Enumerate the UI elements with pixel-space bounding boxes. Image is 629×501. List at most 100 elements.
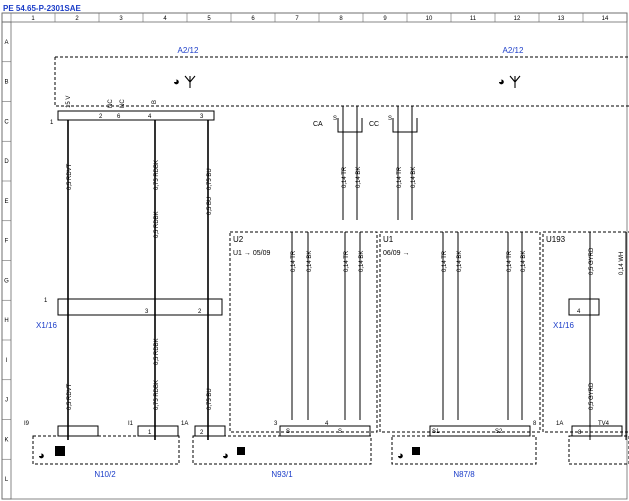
ca-label: CA: [313, 121, 323, 128]
pin-4-label: 4: [148, 114, 152, 120]
row-letter: H: [4, 318, 8, 324]
ca-bk-label: 0,14 BK: [356, 167, 362, 188]
column-number: 14: [602, 16, 609, 22]
column-number: 13: [558, 16, 565, 22]
row-letter: K: [4, 437, 8, 443]
x1-16-pin-1: 1: [44, 298, 48, 304]
cc-label: CC: [369, 121, 379, 128]
u1-tr2-label: 0,14 TR: [507, 250, 513, 272]
n93-1-pin-4: 4: [325, 421, 329, 427]
column-number: 11: [470, 16, 477, 22]
ca-shield-s: S: [333, 116, 337, 122]
n87-8-label: N87/8: [453, 470, 475, 479]
wire-bu-top2-label: 0,5 BU: [207, 197, 213, 215]
row-letter: D: [4, 159, 9, 165]
column-number: 2: [75, 16, 79, 22]
row-letter: L: [5, 477, 9, 483]
u193-gyrd-bot-label: 0,5 GYRD: [589, 382, 595, 410]
column-number: 1: [31, 16, 35, 22]
cc-shield: [392, 106, 418, 150]
column-number: 6: [251, 16, 255, 22]
wire-bu-bot-label: 0,75 BU: [207, 388, 213, 410]
u193-bottom-module: [568, 435, 629, 465]
u2-bk1-label: 0,14 BK: [307, 251, 313, 272]
column-number: 8: [339, 16, 343, 22]
u193-variant-box: [542, 231, 629, 433]
u2-tr1-label: 0,14 TR: [291, 250, 297, 272]
n87-8-pin-s1: S1: [432, 429, 440, 435]
pin-2-signal: NC: [108, 99, 114, 108]
column-number: 4: [163, 16, 167, 22]
u1-label: U1: [383, 235, 394, 244]
document-id: PE 54.65-P-2301SAE: [3, 4, 81, 13]
column-number: 10: [426, 16, 433, 22]
a2-12-right-label: A2/12: [503, 46, 524, 55]
n87-8-pin-s2: S2: [495, 429, 503, 435]
wire-bu-top-label: 0,75 BU: [207, 168, 213, 190]
x1-16-pin-2: 2: [198, 309, 202, 315]
row-letter: F: [5, 239, 9, 245]
u1-since-label: 06/09 →: [383, 250, 409, 257]
n93-1-pin-3-s: S: [286, 429, 290, 435]
cc-shield-s: S: [388, 116, 392, 122]
u193-pin-1a: 1A: [556, 421, 563, 427]
row-letter: J: [5, 398, 8, 404]
a2-12-connector: [57, 110, 215, 121]
column-number: 9: [383, 16, 387, 22]
n10-2-label: N10/2: [94, 470, 116, 479]
wire-rdbk-bot-label: 0,75 RDBK: [154, 380, 160, 410]
column-number: 7: [295, 16, 299, 22]
n10-2-device-icon: ◕: [38, 446, 65, 462]
row-letter: G: [4, 278, 9, 284]
svg-text:◕: ◕: [222, 450, 229, 462]
a2-12-left-label: A2/12: [178, 46, 199, 55]
wire-rdbk-top2-label: 0,5 RDBK: [154, 211, 160, 238]
u193-label: U193: [546, 235, 566, 244]
u2-variant-box: [229, 231, 378, 433]
n93-1-pin-1a: 1A: [181, 421, 188, 427]
ca-tr-label: 0,14 TR: [342, 166, 348, 188]
u2-label: U2: [233, 235, 244, 244]
u193-wh-top-label: 0,14 WH: [619, 252, 625, 275]
row-letter: I: [6, 358, 8, 364]
a2-12-enclosure: [54, 56, 629, 107]
column-number: 12: [514, 16, 521, 22]
svg-text:◕: ◕: [498, 76, 505, 88]
u1-bk1-label: 0,14 BK: [457, 251, 463, 272]
pin-1-signal: 15 V: [66, 96, 72, 108]
cc-tr-label: 0,14 TR: [397, 166, 403, 188]
n93-1-pin-3: 3: [274, 421, 278, 427]
x1-16-pin-3: 3: [145, 309, 149, 315]
x1-16-right-pin-4: 4: [577, 309, 581, 315]
u193-pin-tv4: TV4: [598, 421, 610, 427]
wire-rdvt-top-label: 0,5 RDVT: [67, 163, 73, 190]
n10-2-pin-i9: I9: [24, 421, 30, 427]
pin-1-label: 1: [50, 120, 54, 126]
cc-bk-label: 0,14 BK: [411, 167, 417, 188]
ca-shield: [337, 106, 363, 150]
svg-text:◕: ◕: [397, 450, 404, 462]
n93-1-label: N93/1: [271, 470, 293, 479]
radio-antenna-icon-right: ◕: [498, 75, 521, 88]
wire-rdbk-top-label: 0,75 RDBK: [154, 160, 160, 190]
x1-16-label: X1/16: [36, 321, 57, 330]
u193-gyrd-top-label: 0,5 GYRD: [589, 247, 595, 275]
pin-6-label: 6: [117, 114, 121, 120]
n10-2-pin-i1: I1: [128, 421, 134, 427]
u193-pin-8: 8: [578, 430, 582, 436]
x1-16-right-connector: [568, 298, 600, 316]
pin-2-label: 2: [99, 114, 103, 120]
n93-1-module: [192, 435, 372, 465]
n93-1-pin-2: 2: [200, 430, 204, 436]
x1-16-connector: [57, 298, 223, 316]
u1-range-label: U1 → 05/09: [233, 250, 270, 257]
n87-8-pin-8: 8: [533, 421, 537, 427]
n10-2-module: [32, 435, 180, 465]
pin-4-signal: B: [152, 100, 158, 104]
wire-rdbk-bot2-label: 0,5 RDBK: [154, 338, 160, 365]
u2-bk2-label: 0,14 BK: [359, 251, 365, 272]
row-letter: A: [4, 40, 8, 46]
